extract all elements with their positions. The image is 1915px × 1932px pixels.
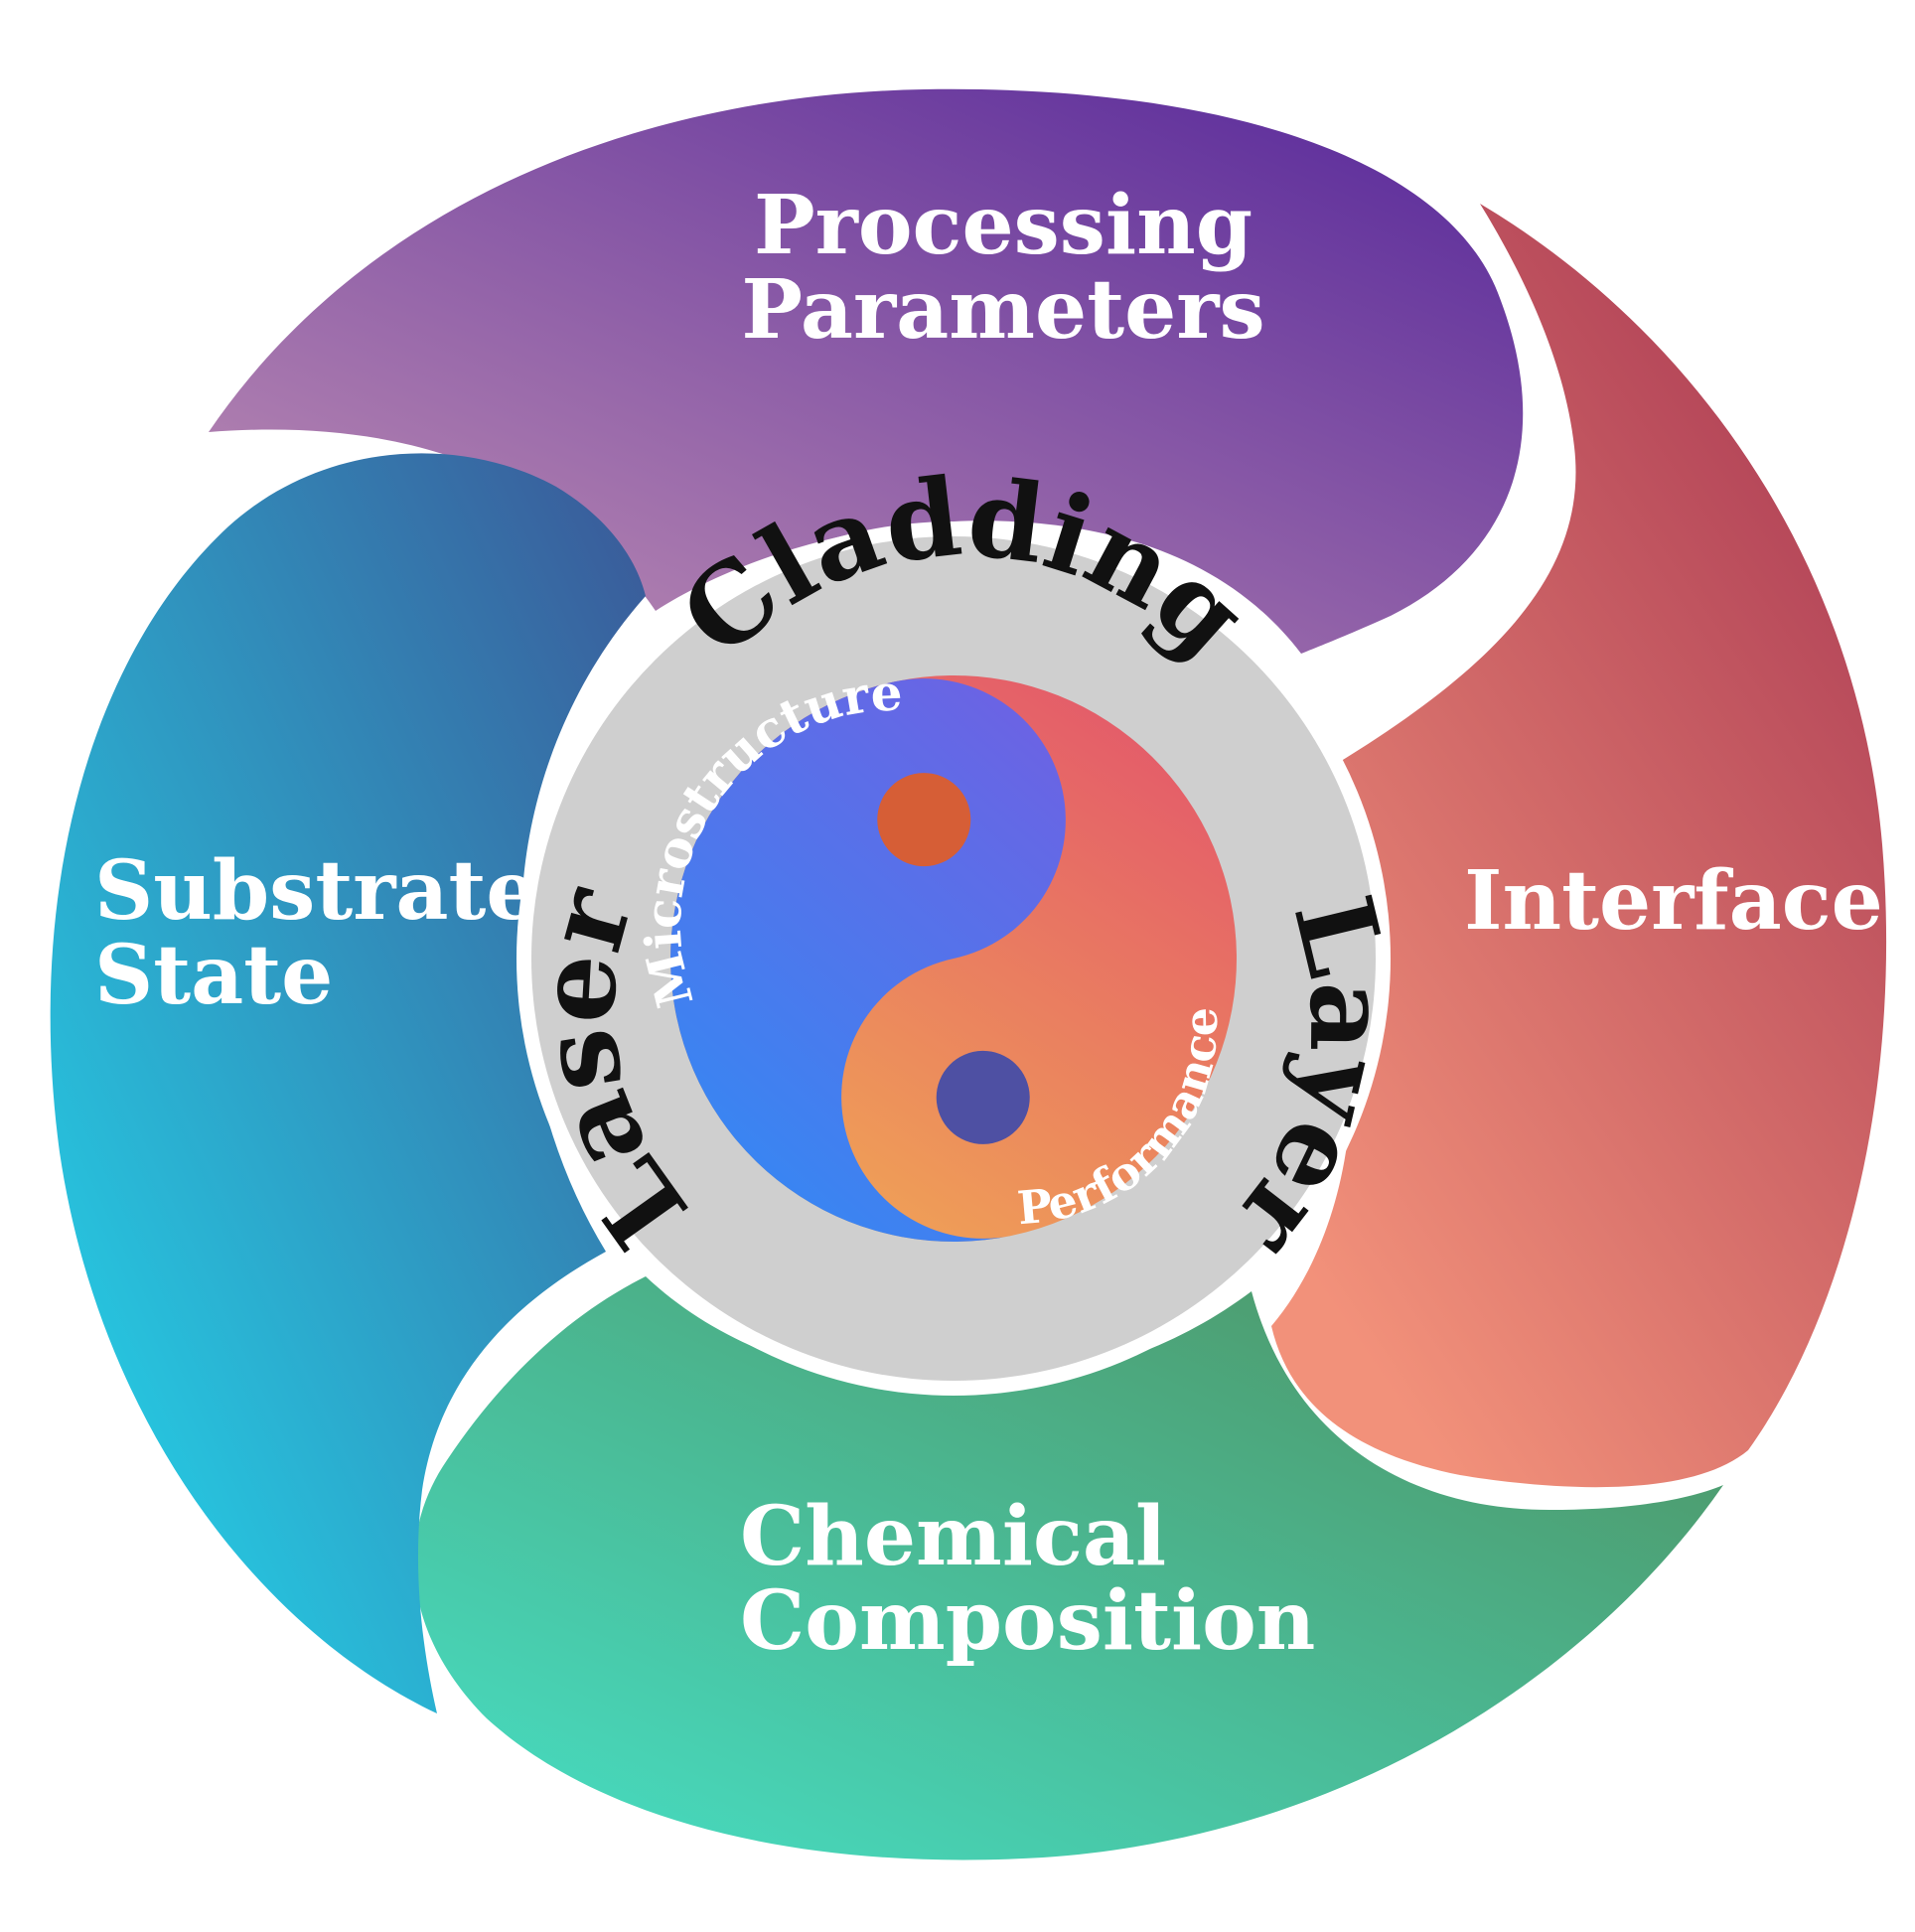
yin-yang-bottom-dot bbox=[936, 1050, 1030, 1144]
chemical-composition-petal bbox=[414, 1276, 1723, 1860]
chemical-label-line2: Composition bbox=[740, 1573, 1315, 1669]
chemical-label-line1: Chemical bbox=[740, 1489, 1166, 1584]
yin-yang-top-dot bbox=[877, 773, 971, 867]
interface-label: Interface bbox=[1464, 853, 1883, 949]
substrate-label-line2: State bbox=[94, 928, 333, 1023]
interface-petal bbox=[1271, 204, 1887, 1488]
substrate-label-line1: Substrate bbox=[94, 843, 538, 939]
processing-parameters-petal bbox=[209, 88, 1524, 655]
processing-label-line2: Parameters bbox=[741, 262, 1264, 358]
processing-label-line1: Processing bbox=[754, 178, 1252, 273]
substrate-state-petal bbox=[50, 453, 647, 1713]
yin-yang bbox=[670, 675, 1237, 1242]
